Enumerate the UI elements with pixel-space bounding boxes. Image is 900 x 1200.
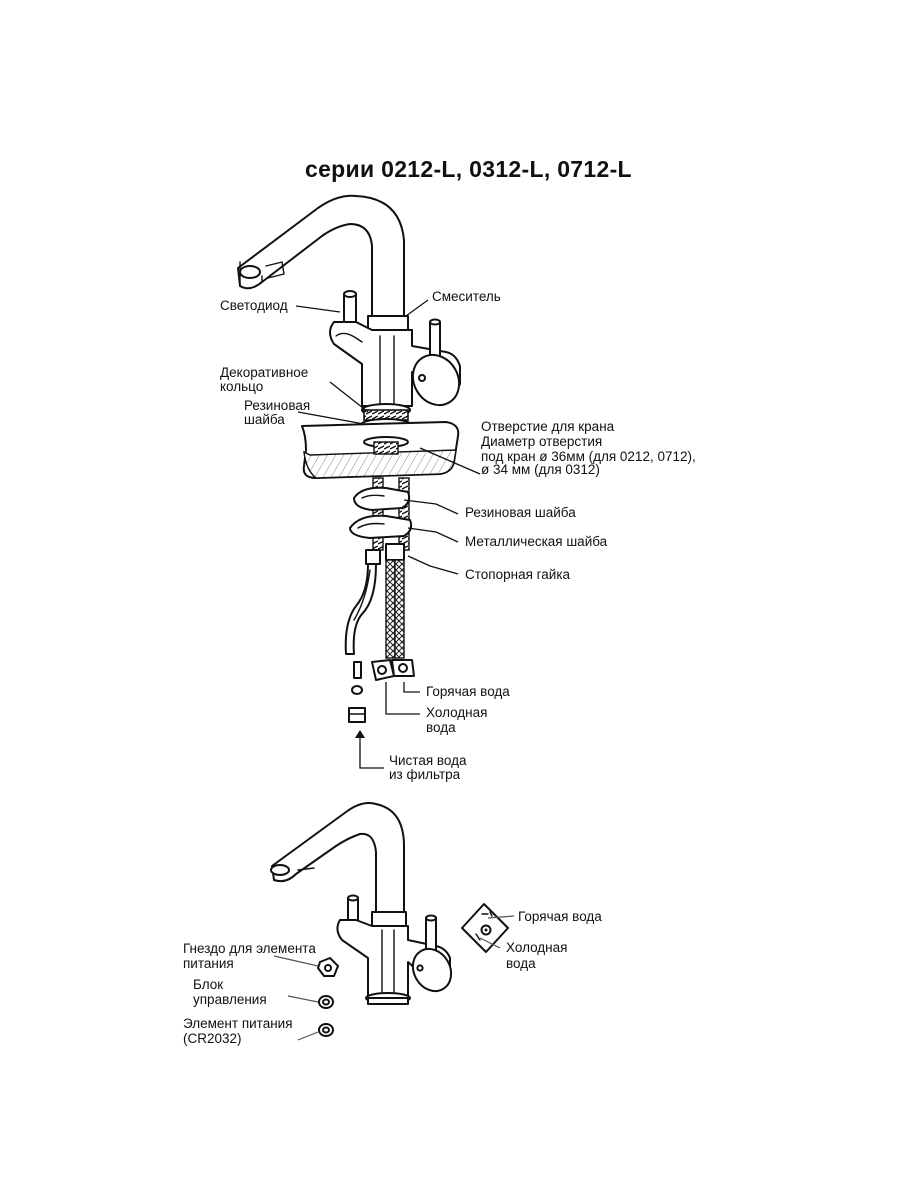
label-battery-socket-line2: питания: [183, 956, 234, 971]
label-mixer: Смеситель: [432, 289, 501, 304]
fitting-ring: [351, 685, 363, 695]
label-rubber-washer-top-line1: Резиновая: [244, 398, 311, 413]
leader-lines-bottom: [273, 915, 515, 1041]
label-hole-line2: Диаметр отверстия: [481, 434, 603, 449]
label-lock-nut: Стопорная гайка: [465, 567, 571, 582]
clean-water-tube: [344, 563, 377, 655]
label-rubber-washer: Резиновая шайба: [465, 505, 576, 520]
label-hot-water-bottom: Горячая вода: [518, 909, 602, 924]
cold-water-hose: [394, 559, 405, 659]
label-decorative-ring-line1: Декоративное: [220, 365, 309, 380]
label-cold-water-line2: вода: [426, 720, 456, 735]
label-battery-line2: (CR2032): [183, 1031, 242, 1046]
page-title: серии 0212-L, 0312-L, 0712-L: [305, 156, 632, 182]
label-cold-water-line1: Холодная: [426, 705, 488, 720]
fitting-pin: [353, 661, 362, 679]
label-battery-socket-line1: Гнездо для элемента: [183, 941, 316, 956]
threaded-rod-right: [398, 477, 410, 551]
label-decorative-ring-line2: кольцо: [220, 379, 264, 394]
label-hole-line3: под кран ø 36мм (для 0212, 0712),: [481, 449, 696, 464]
fitting-nut: [348, 707, 366, 723]
label-control-unit-line1: Блок: [193, 977, 224, 992]
label-control-unit-line2: управления: [193, 992, 267, 1007]
label-battery-line1: Элемент питания: [183, 1016, 293, 1031]
leader-lines-top: [295, 299, 481, 769]
top-faucet: [237, 194, 461, 723]
label-rubber-washer-top-line2: шайба: [244, 412, 285, 427]
spout-bottom: [271, 802, 405, 915]
label-cold-water-bottom-line2: вода: [506, 956, 536, 971]
lock-nut-left: [365, 549, 381, 565]
rubber-washer: [353, 486, 411, 511]
hot-water-hose: [385, 559, 396, 659]
label-metal-washer: Металлическая шайба: [465, 534, 608, 549]
label-clean-water-line1: Чистая вода: [389, 753, 467, 768]
label-hot-water: Горячая вода: [426, 684, 510, 699]
label-clean-water-line2: из фильтра: [389, 767, 461, 782]
label-cold-water-bottom-line1: Холодная: [506, 940, 568, 955]
label-hole-line4: ø 34 мм (для 0312): [481, 462, 600, 477]
lock-nut-right: [385, 543, 405, 561]
bottom-faucet: [270, 802, 509, 1037]
label-hole-line1: Отверстие для крана: [481, 419, 615, 434]
label-led: Светодиод: [220, 298, 288, 313]
spout: [237, 194, 405, 323]
